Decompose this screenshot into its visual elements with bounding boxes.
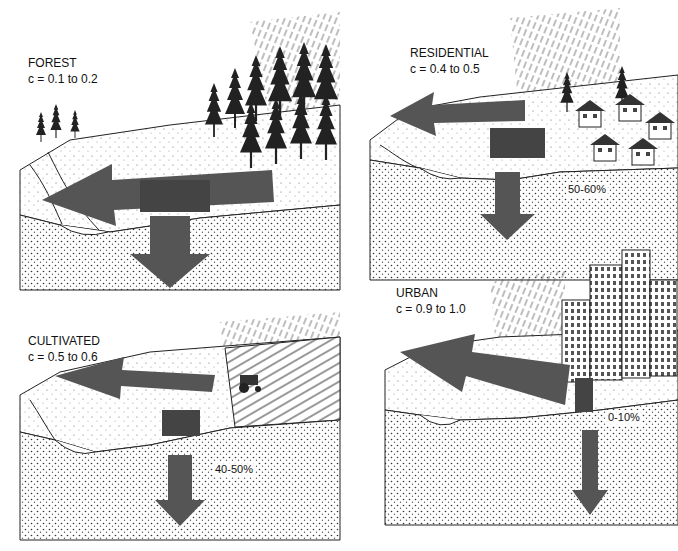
land-use-title: FOREST: [28, 56, 77, 71]
tractor: [239, 375, 261, 393]
plowed-field: [225, 337, 340, 427]
tree: [268, 46, 292, 118]
runoff-coefficient: c = 0.1 to 0.2: [28, 72, 98, 87]
tree: [36, 112, 46, 142]
stream-channel: [420, 415, 460, 425]
tree: [205, 83, 223, 137]
soil-face: [20, 205, 340, 290]
tree: [50, 104, 61, 138]
house: [575, 100, 605, 127]
rain-bar: [575, 378, 593, 412]
house: [615, 94, 645, 121]
soil-face: [385, 400, 678, 525]
forest-block: [20, 12, 340, 290]
tractor-wheel: [255, 386, 261, 392]
rain-bar: [140, 180, 210, 212]
infiltration-arrow: [572, 430, 608, 515]
stream: [380, 145, 418, 168]
stream-channel: [55, 440, 95, 454]
tree: [560, 72, 573, 112]
infiltration-percentage: 40-50%: [213, 462, 255, 477]
rain-bar: [490, 128, 545, 158]
soil-face: [20, 420, 340, 540]
building: [590, 265, 622, 380]
infiltration-percentage: 50-60%: [566, 182, 608, 197]
runoff-coefficient: c = 0.9 to 1.0: [396, 302, 466, 317]
runoff-arrow: [400, 334, 570, 405]
rain-bar: [162, 410, 200, 436]
cultivated-block: [20, 312, 340, 540]
infiltration-arrow: [480, 172, 535, 240]
tractor-wheel: [239, 383, 249, 393]
land-use-title: RESIDENTIAL: [410, 46, 489, 61]
tree: [265, 98, 287, 164]
residential-block: [370, 8, 678, 280]
tree: [315, 94, 337, 160]
house: [628, 138, 658, 165]
tree: [240, 102, 262, 168]
house: [645, 112, 675, 139]
stream-channel: [60, 225, 108, 235]
infiltration-arrow: [130, 216, 210, 288]
land-use-title: CULTIVATED: [28, 334, 100, 349]
tree: [70, 110, 79, 138]
house: [590, 134, 620, 161]
stream-channel: [420, 168, 460, 179]
land-use-title: URBAN: [396, 286, 438, 301]
urban-block: [385, 250, 678, 525]
tree: [225, 68, 245, 128]
tree: [290, 93, 312, 159]
infiltration-percentage: 0-10%: [606, 410, 642, 425]
building: [622, 250, 650, 378]
runoff-coefficient: c = 0.5 to 0.6: [28, 350, 98, 365]
ground-surface: [370, 75, 678, 180]
runoff-coefficient: c = 0.4 to 0.5: [410, 62, 480, 77]
infiltration-arrow: [155, 455, 205, 526]
building: [650, 280, 677, 376]
stream: [30, 400, 55, 440]
